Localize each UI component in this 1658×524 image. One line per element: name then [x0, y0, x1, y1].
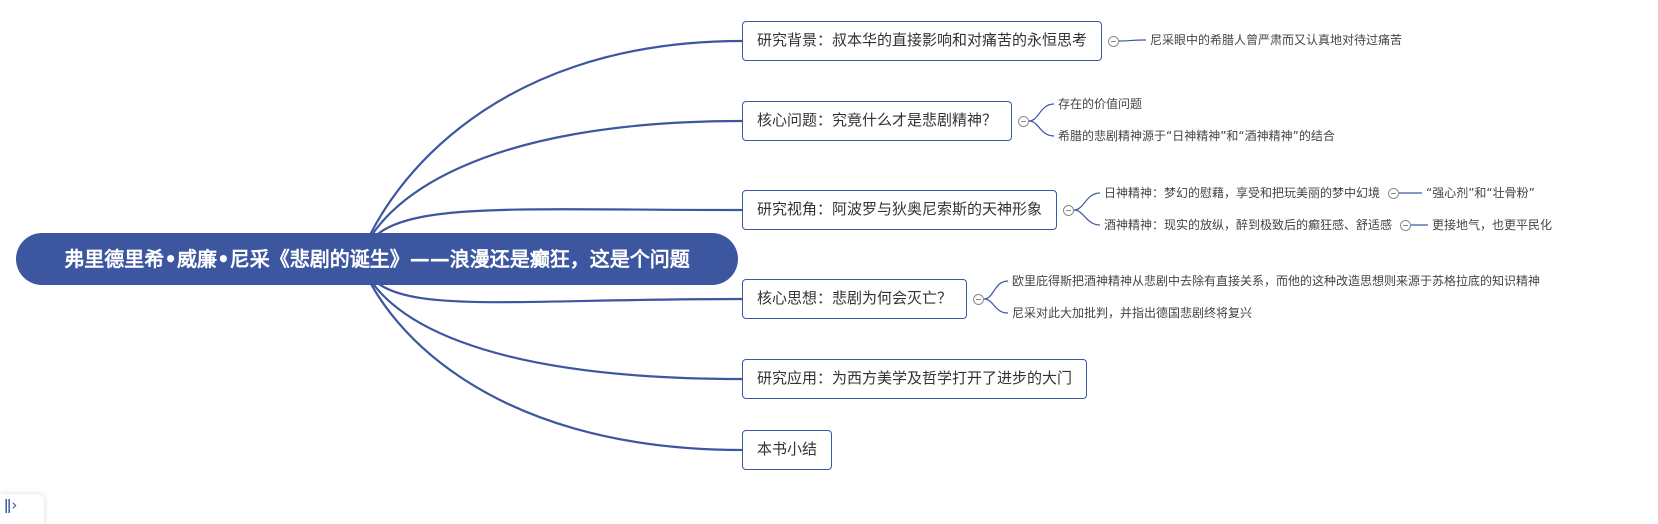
collapse-toggle-icon[interactable]	[1388, 187, 1399, 199]
branch-to-leaf-connector	[983, 298, 1009, 314]
collapse-toggle-icon[interactable]	[1063, 204, 1074, 216]
leaf-tonic[interactable]: “强心剂”和“壮骨粉”	[1426, 186, 1535, 200]
leaf-apollonian-spirit[interactable]: 日神精神：梦幻的慰藉，享受和把玩美丽的梦中幻境	[1104, 186, 1381, 200]
branch-research-perspective[interactable]: 研究视角：阿波罗与狄奥尼索斯的天神形象	[742, 190, 1058, 230]
leaf-nietzsche-criticism[interactable]: 尼采对此大加批判，并指出德国悲剧终将复兴	[1012, 306, 1253, 320]
leaf-down-to-earth[interactable]: 更接地气，也更平民化	[1432, 218, 1553, 232]
branch-to-leaf-connector	[1073, 209, 1101, 226]
leaf-greeks-suffering[interactable]: 尼采眼中的希腊人曾严肃而又认真地对待过痛苦	[1150, 33, 1403, 47]
leaf-tragic-spirit-origin[interactable]: 希腊的悲剧精神源于“日神精神”和“酒神精神”的结合	[1058, 129, 1335, 143]
branch-core-question[interactable]: 核心问题：究竟什么才是悲剧精神？	[742, 101, 1013, 141]
branch-to-leaf-connector	[1118, 39, 1147, 42]
branch-research-background[interactable]: 研究背景：叔本华的直接影响和对痛苦的永恒思考	[742, 21, 1103, 61]
collapse-toggle-icon[interactable]	[1108, 35, 1119, 47]
root-to-branch-connector	[358, 258, 743, 452]
collapse-toggle-icon[interactable]	[1018, 115, 1029, 127]
leaf-euripides[interactable]: 欧里庇得斯把酒神精神从悲剧中去除有直接关系，而他的这种改造思想则来源于苏格拉底的…	[1012, 274, 1541, 288]
branch-to-leaf-connector	[1028, 103, 1055, 122]
root-topic[interactable]: 弗里德里希•威廉•尼采《悲剧的诞生》——浪漫还是癫狂，这是个问题	[16, 233, 738, 285]
branch-summary[interactable]: 本书小结	[742, 430, 833, 470]
branch-to-leaf-connector	[1073, 192, 1101, 211]
branch-core-idea[interactable]: 核心思想：悲剧为何会灭亡？	[742, 279, 968, 319]
collapse-toggle-icon[interactable]	[973, 293, 984, 305]
branch-research-application[interactable]: 研究应用：为西方美学及哲学打开了进步的大门	[742, 359, 1088, 399]
branch-to-leaf-connector	[1028, 120, 1055, 137]
leaf-dionysian-spirit[interactable]: 酒神精神：现实的放纵，醉到极致后的癫狂感、舒适感	[1104, 218, 1393, 232]
collapse-toggle-icon[interactable]	[1400, 219, 1411, 231]
collapse-panel-icon[interactable]: ǁ›	[0, 494, 44, 524]
root-to-branch-connector	[358, 39, 743, 260]
leaf-value-of-existence[interactable]: 存在的价值问题	[1058, 97, 1143, 111]
branch-to-leaf-connector	[983, 280, 1009, 300]
